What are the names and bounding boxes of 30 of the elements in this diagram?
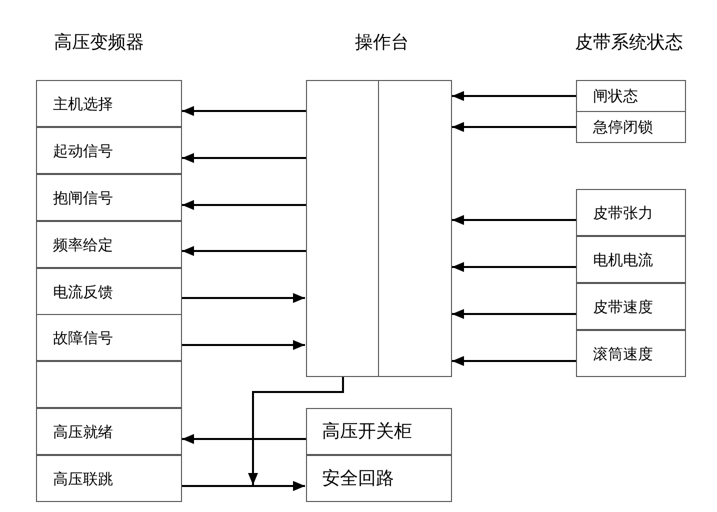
cell-label: 高压就绪 bbox=[53, 422, 113, 442]
cell-label: 皮带张力 bbox=[593, 202, 653, 222]
signal-cell bbox=[36, 408, 182, 455]
cell-label: 频率给定 bbox=[53, 234, 113, 254]
cell-label: 抱闸信号 bbox=[53, 188, 113, 208]
cell-label: 电机电流 bbox=[593, 250, 653, 270]
signal-cell bbox=[576, 189, 686, 236]
signal-cell bbox=[576, 236, 686, 283]
cell-label: 闸状态 bbox=[593, 86, 638, 106]
cell-label: 主机选择 bbox=[53, 94, 113, 114]
signal-cell bbox=[36, 127, 182, 174]
cell-label: 高压开关柜 bbox=[322, 422, 412, 442]
signal-cell bbox=[576, 330, 686, 377]
cell-label: 高压联跳 bbox=[53, 468, 113, 488]
signal-cell bbox=[306, 455, 452, 502]
cell-label: 故障信号 bbox=[53, 328, 113, 348]
empty-cell bbox=[36, 361, 182, 408]
cell-label: 起动信号 bbox=[53, 140, 113, 160]
signal-cell bbox=[36, 221, 182, 268]
cell-label: 滚筒速度 bbox=[593, 344, 653, 364]
cell-label: 急停闭锁 bbox=[593, 117, 653, 137]
signal-cell bbox=[306, 408, 452, 455]
signal-cell bbox=[36, 174, 182, 221]
cell-label: 电流反馈 bbox=[53, 282, 113, 302]
signal-cell bbox=[576, 283, 686, 330]
group-heading: 高压变频器 bbox=[54, 31, 144, 55]
cell-label: 皮带速度 bbox=[593, 296, 653, 316]
group-heading: 操作台 bbox=[355, 31, 409, 55]
group-heading: 皮带系统状态 bbox=[575, 31, 683, 55]
cell-label: 安全回路 bbox=[322, 468, 394, 488]
